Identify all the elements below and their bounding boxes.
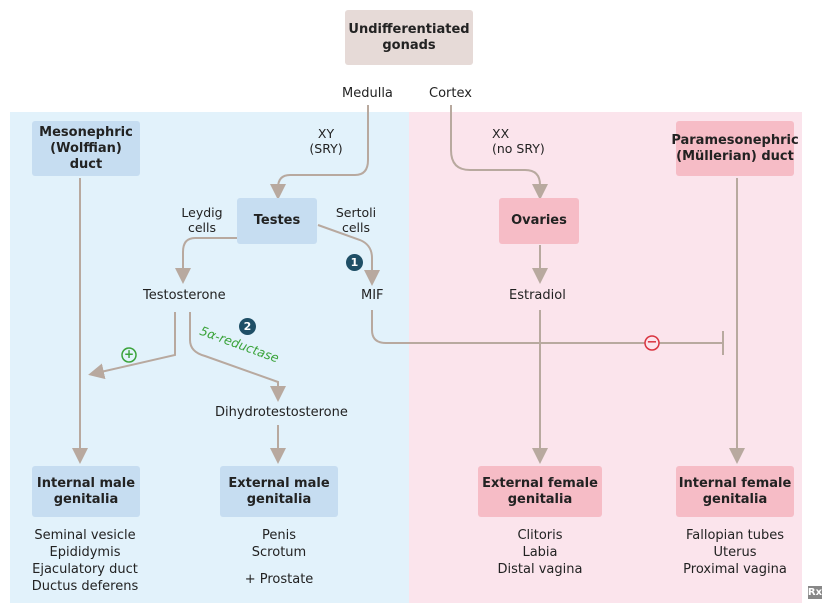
xx-label: XX (no SRY) — [492, 126, 545, 156]
leydig-label: Leydig cells — [181, 205, 223, 235]
arrow-testosterone-wolffian — [88, 312, 176, 380]
cortex-label: Cortex — [429, 86, 472, 101]
inhibit-icon — [644, 335, 660, 351]
step-2-badge: 2 — [239, 318, 256, 335]
paramesonephric-box: Paramesonephric (Müllerian) duct — [671, 121, 799, 176]
medulla-label: Medulla — [342, 86, 393, 101]
plus-sign: + — [123, 347, 135, 361]
minus-sign: − — [646, 335, 658, 350]
gonads-box: Undifferentiated gonads — [345, 10, 473, 65]
internal-female-box: Internal female genitalia — [676, 466, 794, 517]
internal-male-box: Internal male genitalia — [32, 466, 140, 517]
arrow-testosterone-dht — [189, 312, 286, 402]
testosterone-label: Testosterone — [143, 288, 226, 303]
arrow-medulla-testes — [270, 105, 369, 200]
internal-male-list: Seminal vesicle Epididymis Ejaculatory d… — [31, 528, 139, 594]
external-female-box: External female genitalia — [478, 466, 602, 517]
external-male-box: External male genitalia — [220, 466, 338, 517]
testes-box: Testes — [237, 198, 317, 244]
dht-label: Dihydrotestosterone — [215, 405, 348, 420]
external-male-list: Penis Scrotum — [251, 528, 307, 560]
estradiol-label: Estradiol — [509, 288, 566, 303]
mif-label: MIF — [361, 288, 384, 303]
rx-logo: Rx — [807, 586, 823, 599]
internal-female-list: Fallopian tubes Uterus Proximal vagina — [683, 528, 787, 577]
step-1-badge: 1 — [346, 254, 363, 271]
arrow-mif-inhibit — [371, 310, 722, 344]
arrow-testes-mif — [317, 224, 380, 286]
xy-label: XY (SRY) — [309, 126, 343, 156]
arrow-testes-testosterone — [175, 237, 237, 284]
stimulate-icon — [121, 347, 137, 363]
ovaries-box: Ovaries — [499, 198, 579, 244]
sertoli-label: Sertoli cells — [335, 205, 377, 235]
mesonephric-box: Mesonephric (Wolffian) duct — [32, 121, 140, 176]
external-female-list: Clitoris Labia Distal vagina — [497, 528, 583, 577]
arrow-cortex-ovaries — [450, 105, 548, 200]
external-male-extra: + Prostate — [244, 572, 314, 587]
